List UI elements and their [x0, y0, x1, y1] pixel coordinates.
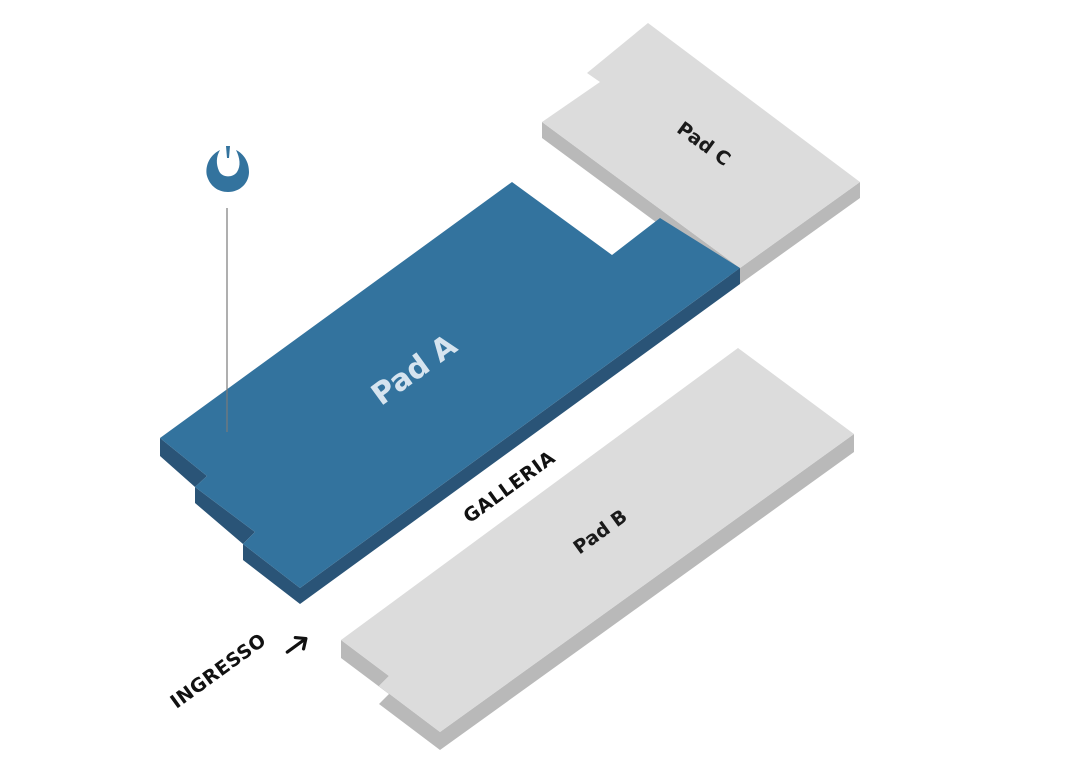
hall-pad-c[interactable]: Pad C	[542, 23, 860, 284]
entrance-label: INGRESSO	[166, 629, 270, 713]
location-marker[interactable]	[206, 146, 249, 432]
hall-pad-a[interactable]: Pad A	[160, 182, 740, 604]
hall-pad-b[interactable]: Pad B	[341, 348, 854, 750]
arrow-up-right-icon	[285, 635, 308, 654]
hall-pad-b-top	[341, 348, 854, 732]
location-pin-icon	[206, 146, 249, 192]
entrance[interactable]: INGRESSO	[166, 629, 310, 713]
hall-pad-c-top	[542, 23, 860, 268]
hall-pad-c-side	[542, 122, 860, 284]
hall-pad-a-top	[160, 182, 740, 588]
